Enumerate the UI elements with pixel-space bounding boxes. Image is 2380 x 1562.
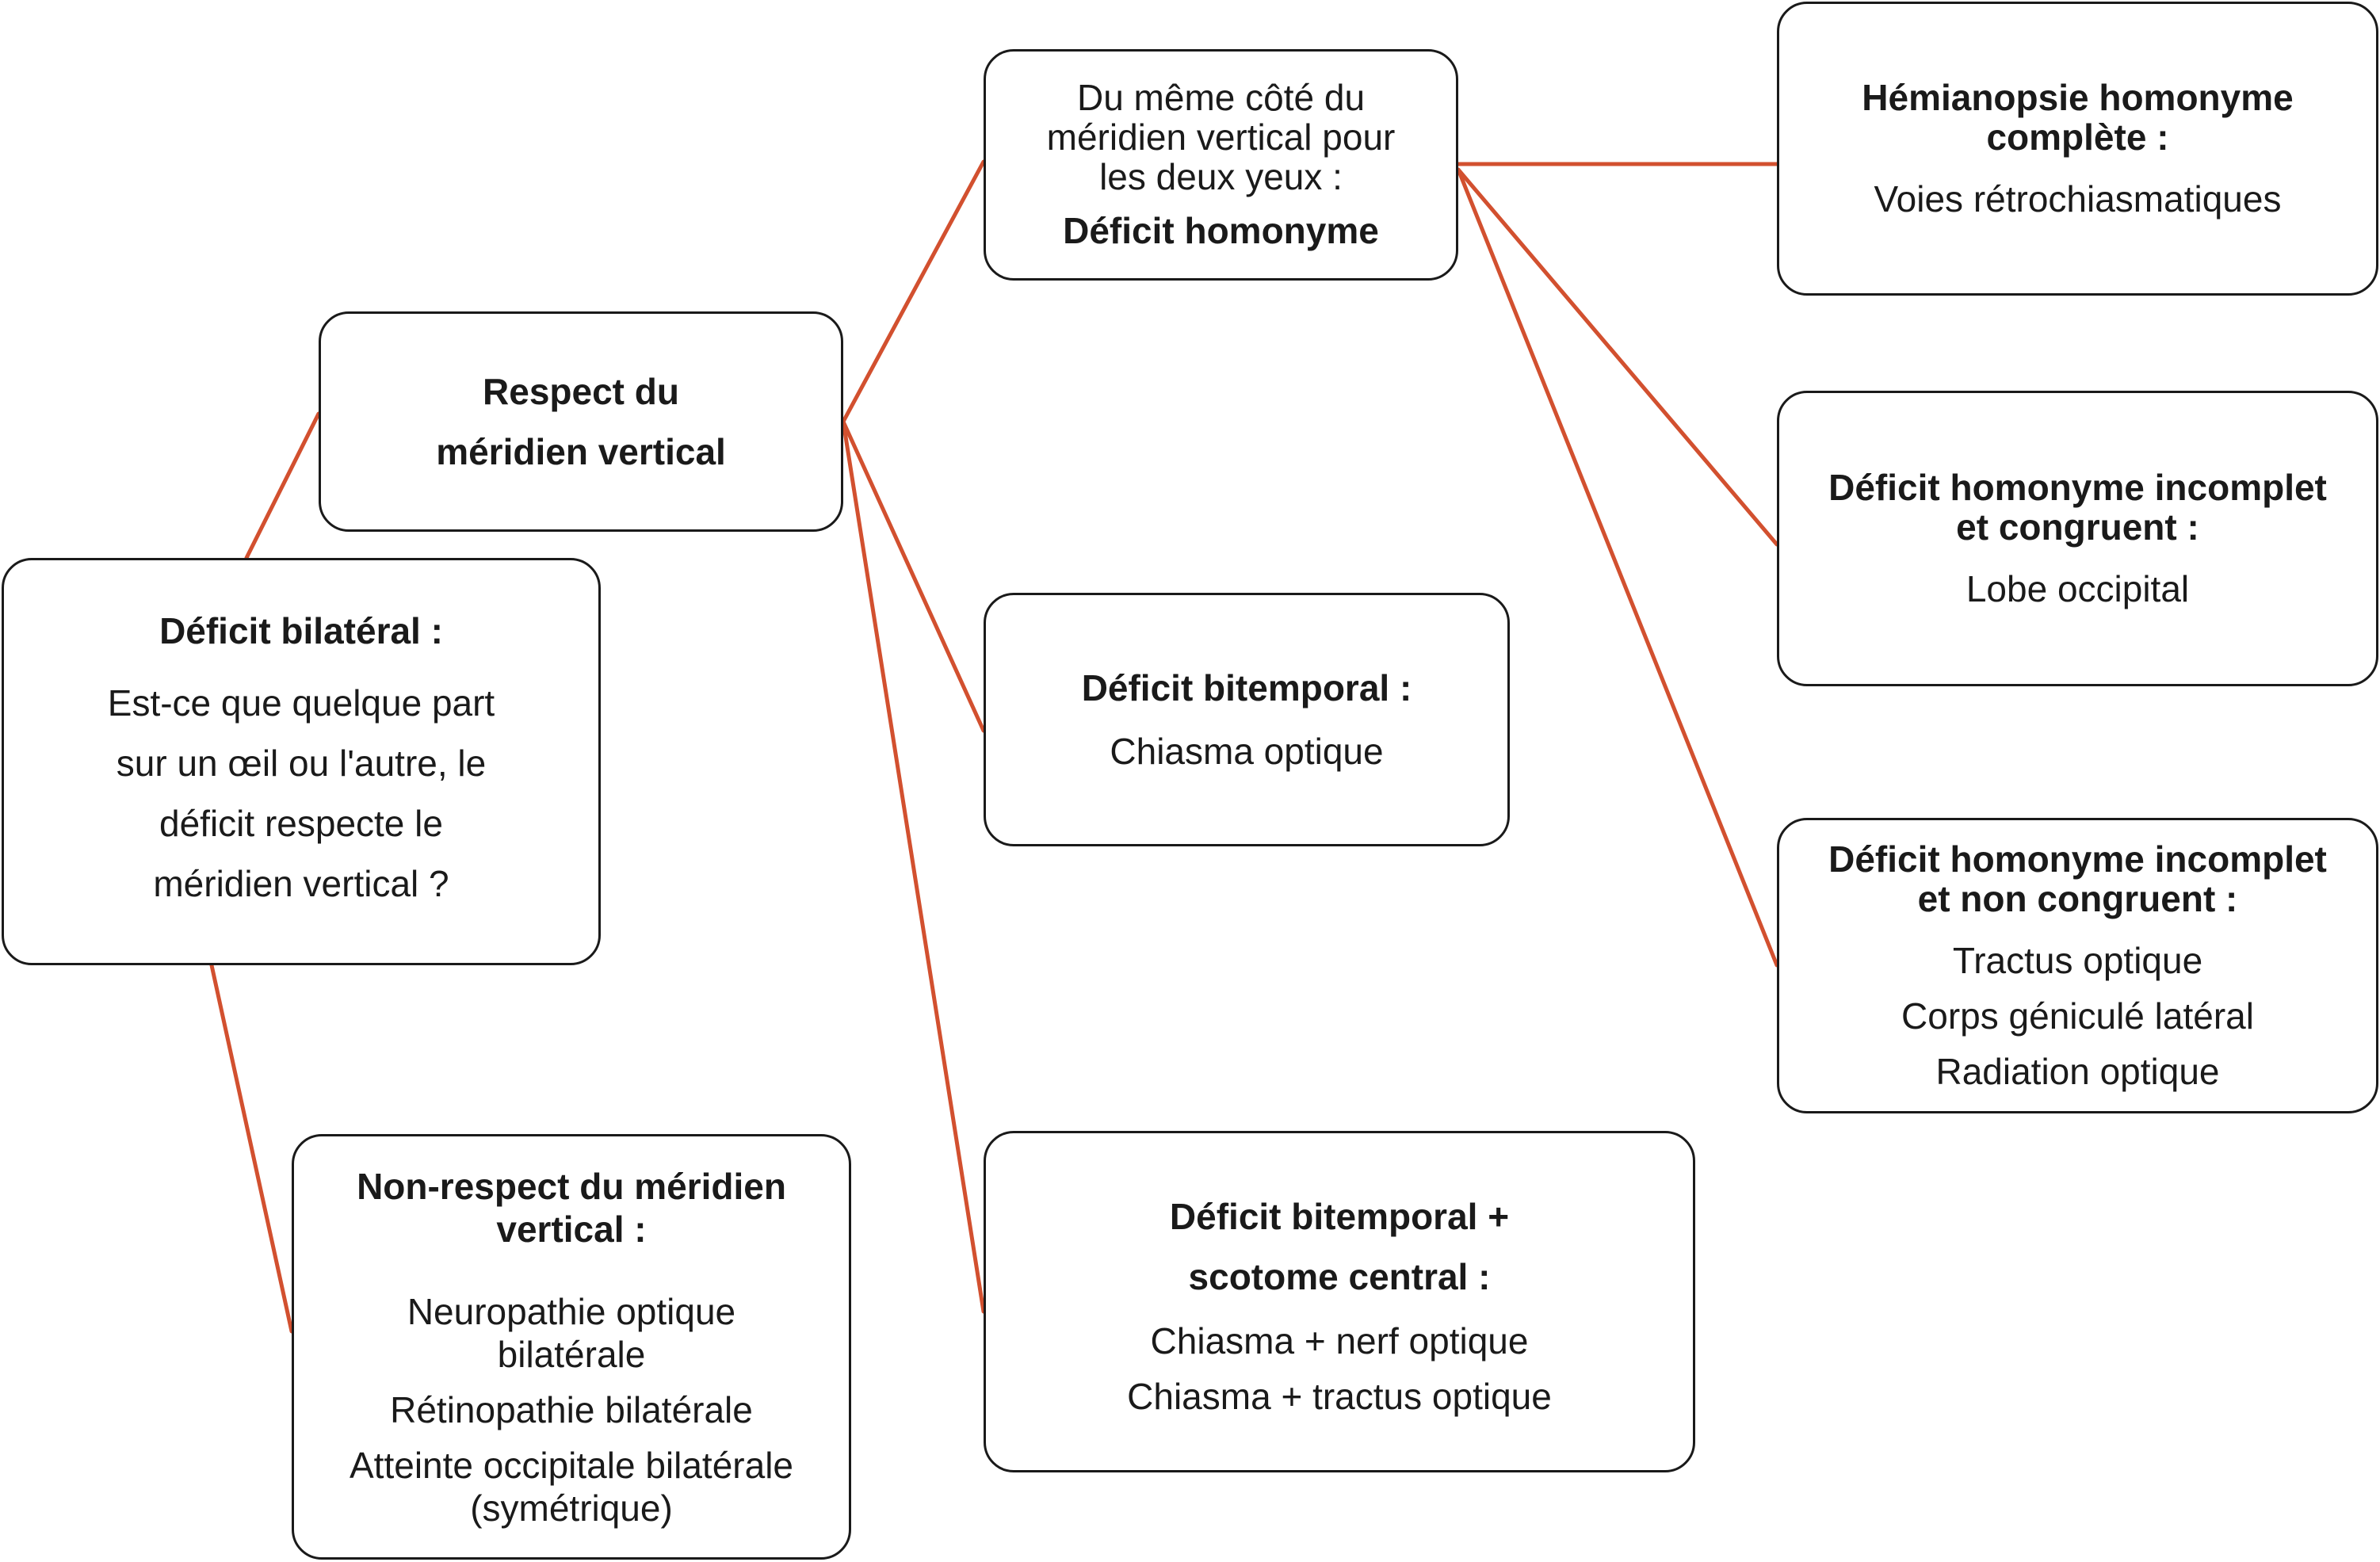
node-title: Déficit homonyme incomplet bbox=[1828, 466, 2327, 508]
node-item: Chiasma optique bbox=[1110, 731, 1384, 772]
node-title: scotome central : bbox=[1188, 1255, 1491, 1297]
node-item: Neuropathie optique bbox=[407, 1290, 736, 1332]
node-item: bilatérale bbox=[497, 1333, 646, 1375]
node-item: (symétrique) bbox=[470, 1487, 673, 1529]
node-text-line: déficit respecte le bbox=[159, 803, 443, 844]
node-text-line: Est-ce que quelque part bbox=[107, 682, 495, 724]
connector-bilateral-respect bbox=[244, 411, 321, 560]
connector-homonyme-noncongruent bbox=[1456, 167, 1779, 968]
node-title: Déficit homonyme incomplet bbox=[1828, 838, 2327, 880]
connector-respect-homonyme bbox=[841, 159, 986, 424]
node-deficit-homonyme: Du même côté du méridien vertical pour l… bbox=[984, 49, 1458, 281]
node-deficit-bitemporal-scotome: Déficit bitemporal + scotome central : C… bbox=[984, 1131, 1695, 1472]
connector-homonyme-congruent bbox=[1456, 167, 1779, 547]
node-deficit-bitemporal: Déficit bitemporal : Chiasma optique bbox=[984, 593, 1510, 846]
node-title: Respect du bbox=[483, 371, 679, 412]
node-item: Tractus optique bbox=[1952, 939, 2203, 981]
node-title: Déficit bitemporal + bbox=[1169, 1195, 1510, 1237]
node-item: Voies rétrochiasmatiques bbox=[1874, 178, 2282, 220]
node-homonyme-incomplet-congruent: Déficit homonyme incomplet et congruent … bbox=[1777, 391, 2378, 686]
node-item: Rétinopathie bilatérale bbox=[390, 1388, 753, 1430]
node-title: et congruent : bbox=[1956, 506, 2199, 548]
node-respect-meridien: Respect du méridien vertical bbox=[319, 311, 843, 532]
node-title: Déficit bitemporal : bbox=[1081, 667, 1412, 708]
node-item: Corps géniculé latéral bbox=[1901, 995, 2254, 1037]
node-text-line: méridien vertical pour bbox=[1046, 116, 1396, 158]
node-hemianopsie-homonyme: Hémianopsie homonyme complète : Voies ré… bbox=[1777, 2, 2378, 296]
connector-bilateral-nonrespect bbox=[209, 963, 294, 1334]
connector-respect-scotome bbox=[841, 419, 986, 1314]
node-title: Hémianopsie homonyme bbox=[1862, 76, 2294, 118]
node-item: Chiasma + tractus optique bbox=[1127, 1375, 1552, 1417]
node-item: Lobe occipital bbox=[1966, 567, 2190, 609]
node-text-line: Du même côté du bbox=[1076, 77, 1366, 118]
node-item: Chiasma + nerf optique bbox=[1150, 1319, 1529, 1361]
node-title: Non-respect du méridien bbox=[357, 1165, 786, 1207]
node-title: et non congruent : bbox=[1917, 877, 2238, 919]
node-text-line: les deux yeux : bbox=[1099, 156, 1343, 197]
node-homonyme-incomplet-non-congruent: Déficit homonyme incomplet et non congru… bbox=[1777, 818, 2378, 1113]
node-non-respect-meridien: Non-respect du méridien vertical : Neuro… bbox=[292, 1134, 851, 1560]
connector-respect-bitemporal bbox=[841, 419, 986, 733]
node-title: vertical : bbox=[496, 1208, 647, 1250]
node-deficit-bilateral: Déficit bilatéral : Est-ce que quelque p… bbox=[2, 558, 601, 965]
node-title: Déficit bilatéral : bbox=[159, 610, 443, 651]
node-text-line: méridien vertical ? bbox=[153, 863, 449, 904]
node-title: méridien vertical bbox=[436, 431, 726, 472]
node-item: Radiation optique bbox=[1935, 1050, 2220, 1092]
node-title: complète : bbox=[1986, 116, 2169, 158]
node-title: Déficit homonyme bbox=[1063, 210, 1379, 251]
node-item: Atteinte occipitale bilatérale bbox=[350, 1444, 793, 1486]
node-text-line: sur un œil ou l'autre, le bbox=[116, 743, 487, 784]
